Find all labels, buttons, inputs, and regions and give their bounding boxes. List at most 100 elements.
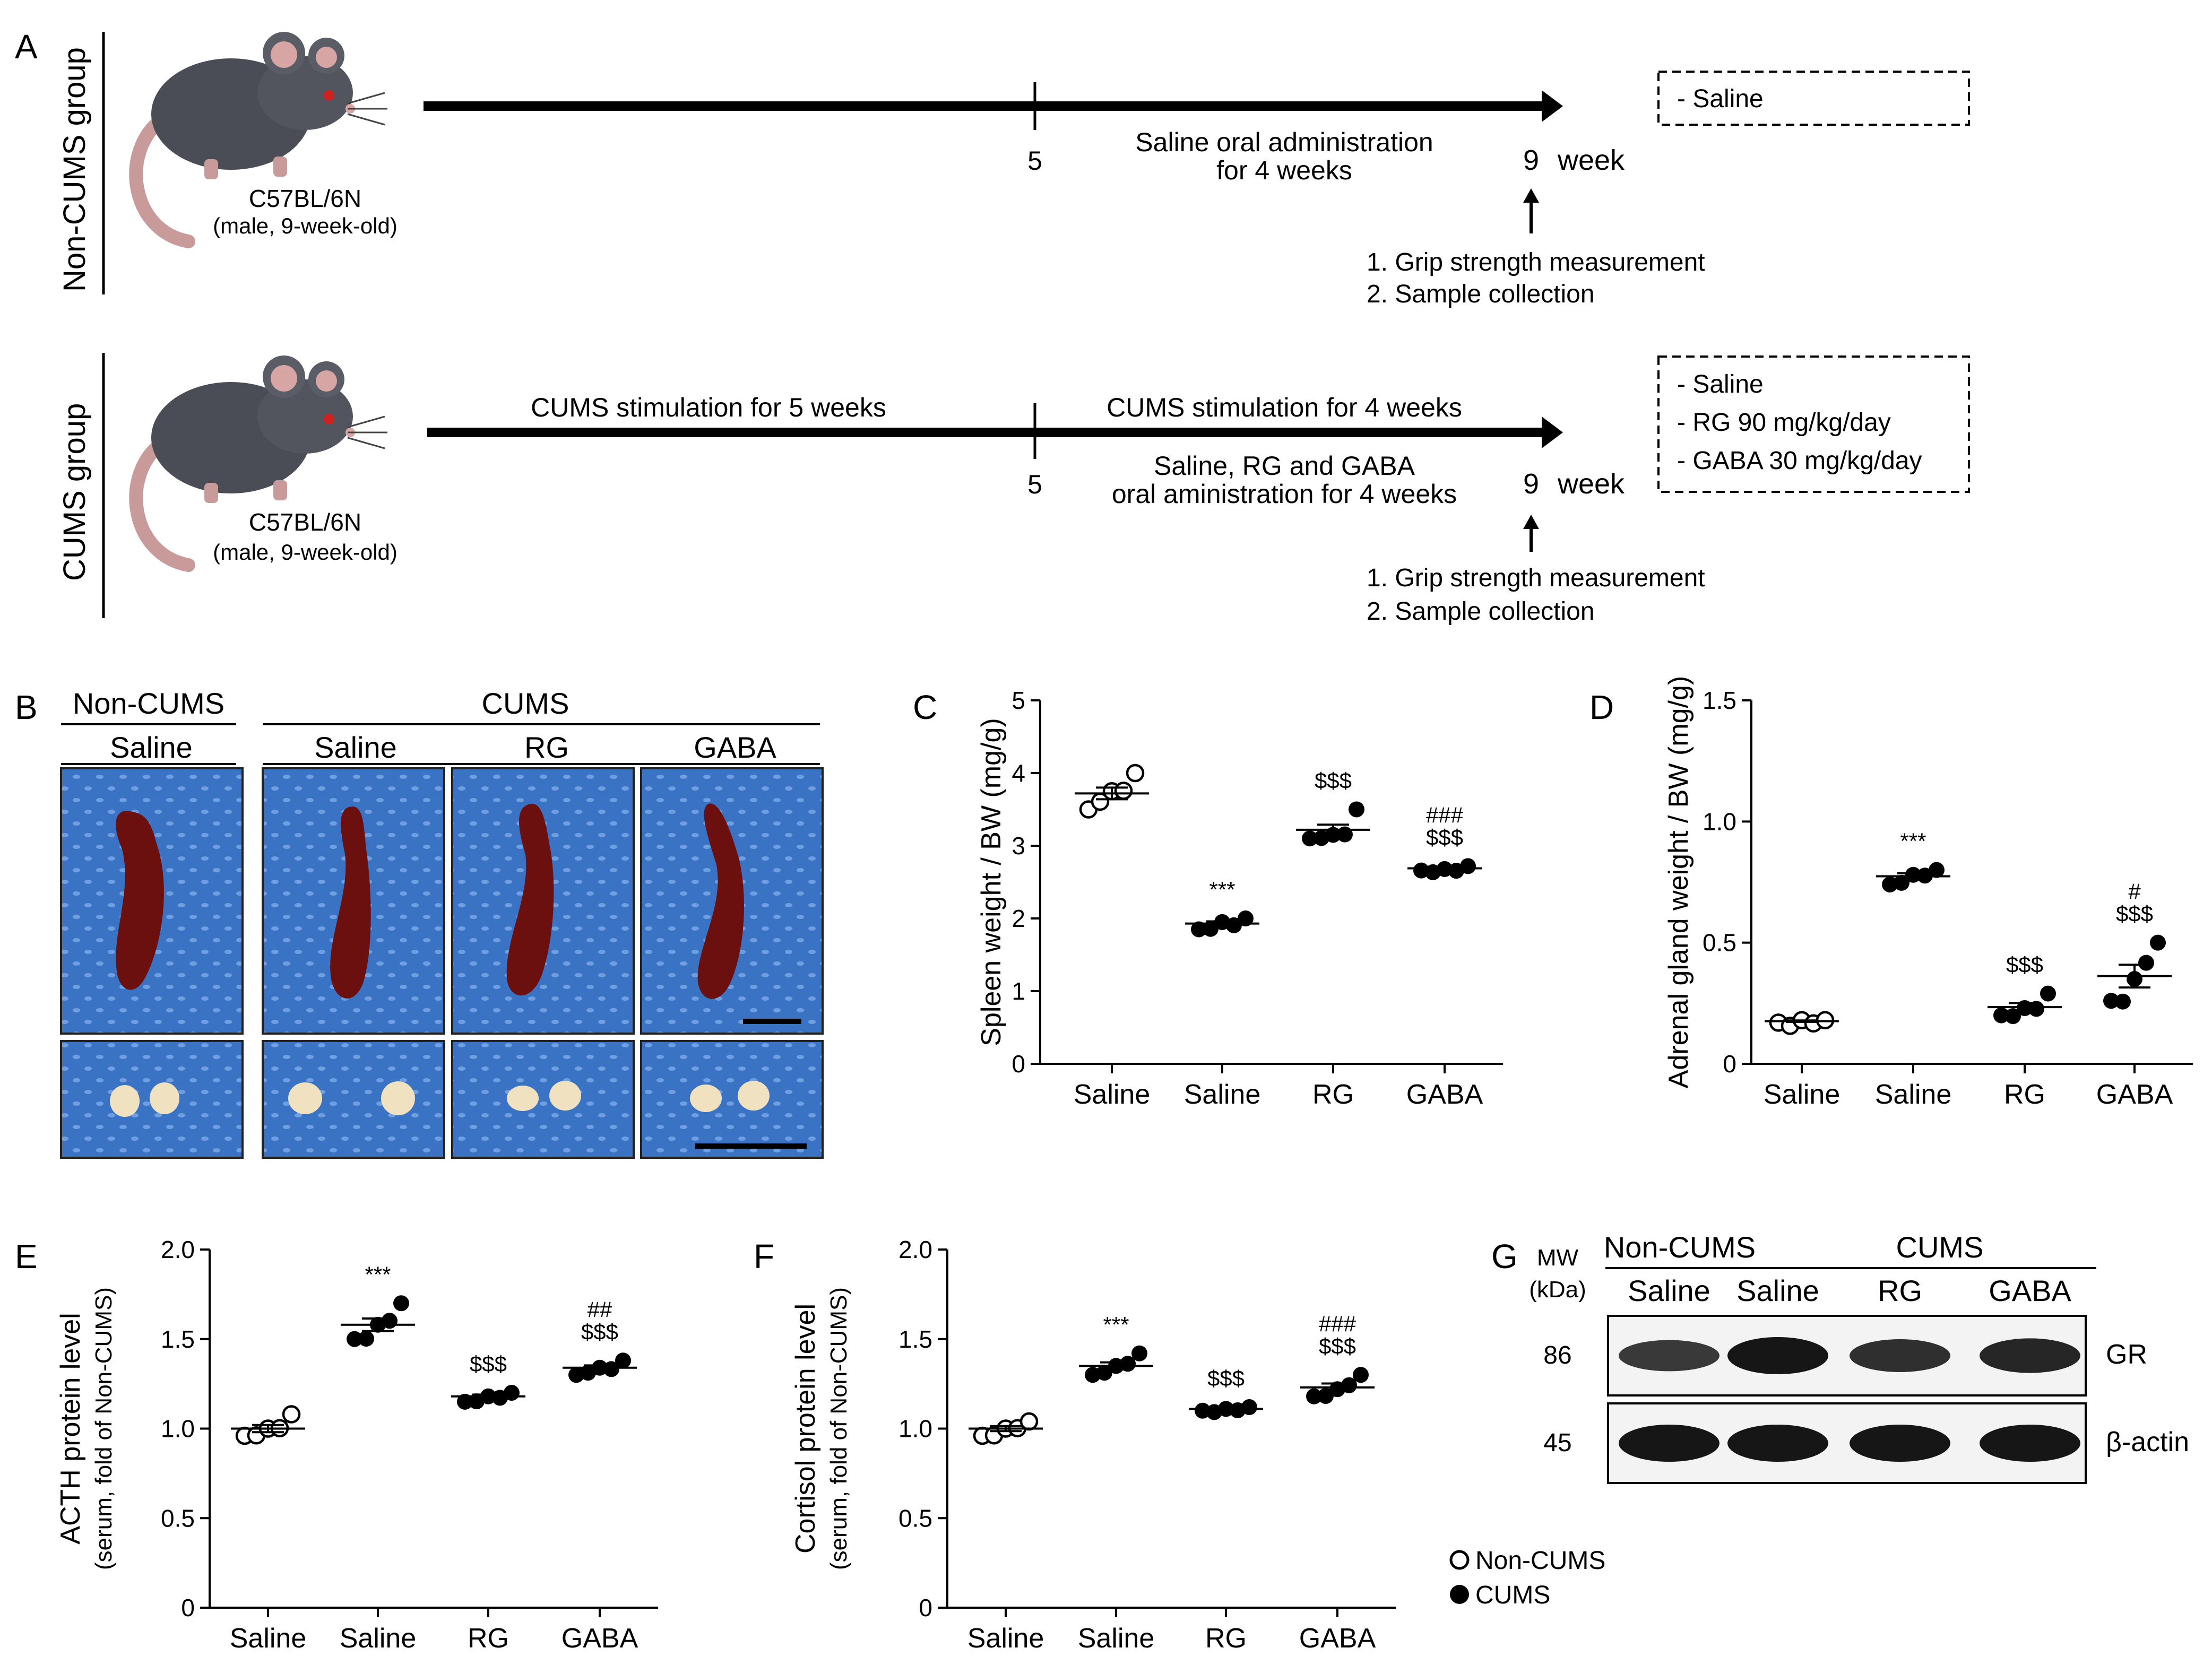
beta-actin-bands <box>1619 1425 2080 1462</box>
groups-box-item: - GABA 30 mg/kg/day <box>1677 447 1922 475</box>
x-tick-label: RG <box>468 1623 509 1654</box>
significance-label: $$$ <box>470 1351 507 1376</box>
data-point <box>347 1331 362 1347</box>
y-tick-label: 0 <box>919 1594 932 1621</box>
data-point <box>1120 1356 1136 1372</box>
data-point <box>1353 1367 1369 1383</box>
mouse-description: (male, 9-week-old) <box>213 540 398 565</box>
spleen-photo <box>262 767 445 1035</box>
step-2: 2. Sample collection <box>1367 597 1595 626</box>
column-label: GABA <box>694 731 776 764</box>
mw-86: 86 <box>1543 1341 1571 1369</box>
week-label: week <box>1557 144 1625 176</box>
groups-box-item: - RG 90 mg/kg/day <box>1677 409 1891 437</box>
spleen-photo <box>640 767 824 1035</box>
x-tick-label: Saline <box>1875 1079 1952 1110</box>
data-point <box>2115 993 2131 1010</box>
y-tick-label: 1 <box>1012 977 1025 1005</box>
treatment-line-2: oral aministration for 4 weeks <box>1112 479 1457 509</box>
mouse-icon <box>129 32 387 248</box>
data-point <box>358 1331 374 1347</box>
data-point <box>1195 1402 1211 1419</box>
x-tick-label: RG <box>2004 1079 2045 1110</box>
y-tick-label: 3 <box>1012 832 1025 860</box>
data-point <box>282 1405 301 1424</box>
tick-week-5: 5 <box>1027 146 1042 176</box>
y-tick-label: 0 <box>1723 1050 1736 1078</box>
protein-gr: GR <box>2106 1339 2147 1370</box>
data-point <box>457 1393 473 1410</box>
week-label: week <box>1557 468 1625 500</box>
x-tick-label: Saline <box>340 1623 417 1654</box>
y-axis-label: Spleen weight / BW (mg/g) <box>976 718 1007 1046</box>
x-tick-label: GABA <box>561 1623 638 1654</box>
data-point <box>1349 801 1364 818</box>
data-point <box>504 1385 520 1401</box>
y-axis-label-sub: (serum, fold of Non-CUMS) <box>91 1287 117 1570</box>
column-label: RG <box>524 731 569 764</box>
data-point <box>615 1352 631 1369</box>
panel-label-f: F <box>754 1237 774 1276</box>
y-tick-label: 2.0 <box>161 1236 195 1263</box>
x-tick-label: GABA <box>1406 1079 1483 1110</box>
mw-45: 45 <box>1543 1429 1571 1457</box>
tick-week-9: 9 <box>1523 144 1539 176</box>
data-point <box>2028 1001 2044 1017</box>
mouse-strain: C57BL/6N <box>249 508 361 536</box>
panel-g: G MW (kDa) Non-CUMS CUMS Saline Saline R… <box>1491 1230 2189 1484</box>
legend-label: CUMS <box>1475 1581 1550 1609</box>
x-tick-label: GABA <box>2096 1079 2173 1110</box>
significance-label: $$$ <box>581 1319 618 1344</box>
y-tick-label: 4 <box>1012 759 1025 787</box>
panel-label-a: A <box>15 28 38 66</box>
column-label: RG <box>1878 1274 1922 1307</box>
non-cums-timeline: Non-CUMS group C57BL/6N (male, 9-week-ol… <box>57 32 1970 308</box>
x-tick-label: GABA <box>1299 1623 1376 1654</box>
data-point <box>1306 1388 1322 1404</box>
blot-band <box>1727 1425 1828 1462</box>
mouse-strain: C57BL/6N <box>249 185 361 212</box>
kda-label: (kDa) <box>1529 1277 1586 1303</box>
data-point <box>382 1313 398 1329</box>
significance-label: *** <box>365 1262 391 1287</box>
y-axis-label: Adrenal gland weight / BW (mg/g) <box>1663 676 1694 1088</box>
significance-label: *** <box>1103 1312 1129 1337</box>
y-tick-label: 0.5 <box>1703 929 1736 957</box>
legend-marker-open <box>1449 1550 1470 1570</box>
significance-label: $$$ <box>2116 901 2153 926</box>
column-label: Saline <box>1628 1274 1710 1307</box>
panel-label-d: D <box>1589 688 1614 726</box>
x-tick-label: RG <box>1312 1079 1354 1110</box>
column-label: Saline <box>1736 1274 1819 1307</box>
y-tick-label: 1.5 <box>1703 687 1736 714</box>
significance-label: $$$ <box>1315 768 1352 793</box>
y-tick-label: 0.5 <box>161 1504 195 1532</box>
x-tick-label: Saline <box>1074 1079 1151 1110</box>
data-point <box>1241 1399 1257 1415</box>
panel-label-b: B <box>15 688 38 726</box>
y-tick-label: 5 <box>1012 687 1025 714</box>
data-point <box>1929 862 1945 878</box>
data-point <box>393 1295 409 1312</box>
panel-label-e: E <box>15 1237 38 1276</box>
y-axis-label: ACTH protein level <box>55 1313 86 1544</box>
data-point <box>1191 921 1207 938</box>
non-cums-group-label: Non-CUMS group <box>57 47 92 292</box>
x-tick-label: Saline <box>967 1623 1044 1654</box>
data-point <box>1238 910 1254 926</box>
blot-band <box>1850 1339 1950 1372</box>
data-point <box>2040 985 2056 1002</box>
adrenal-photo <box>451 1040 635 1159</box>
treatment-line-1: Saline, RG and GABA <box>1154 451 1415 481</box>
panel-a: A Non-CUMS group C57BL/6N <box>15 28 1970 626</box>
blot-band <box>1727 1337 1828 1374</box>
significance-label: $$$ <box>1207 1366 1245 1391</box>
column-label: GABA <box>1989 1274 2071 1307</box>
x-tick-label: Saline <box>1078 1623 1155 1654</box>
blot-band <box>1850 1425 1950 1462</box>
panel-label-c: C <box>913 688 937 726</box>
x-tick-label: Saline <box>1184 1079 1261 1110</box>
panel-b: B Non-CUMS CUMS Saline Saline RG GABA <box>15 687 824 1159</box>
